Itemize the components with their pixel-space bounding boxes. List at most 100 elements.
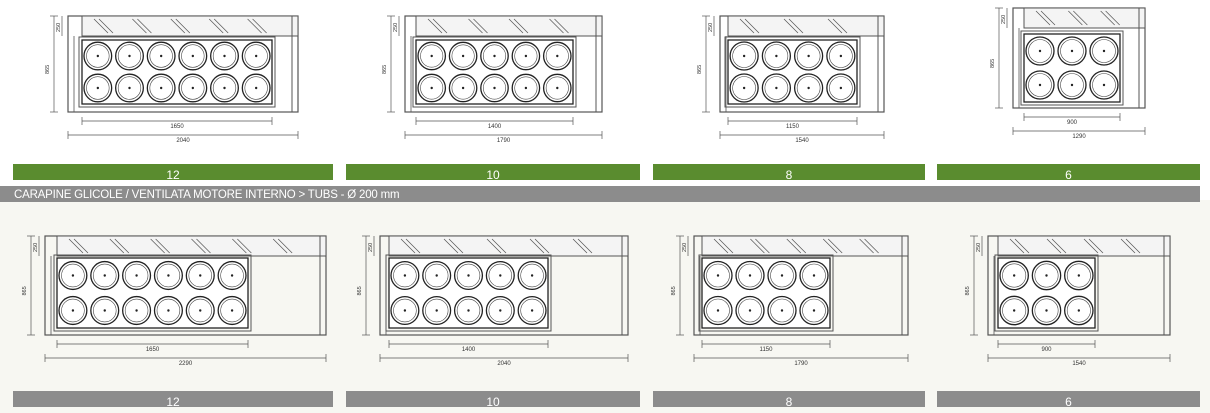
tub-rim xyxy=(244,44,268,68)
glass-reflection-line xyxy=(1068,10,1083,26)
section-header: CARAPINE GLICOLE / VENTILATA MOTORE INTE… xyxy=(0,186,1200,202)
tub-rim xyxy=(1034,298,1059,323)
tub-rim xyxy=(212,44,237,68)
tub-rim xyxy=(732,44,756,68)
glass-reflection-line xyxy=(277,238,293,254)
tub-center xyxy=(1038,49,1042,53)
tub-center xyxy=(430,86,433,90)
tub-bin-outer xyxy=(78,36,276,108)
tub-center xyxy=(1102,83,1106,87)
tub-center xyxy=(807,54,810,58)
glass-reflection-line xyxy=(114,238,130,254)
tub-count-label: 6 xyxy=(1065,168,1072,180)
tub-bin xyxy=(56,257,249,329)
tub-bin-outer xyxy=(698,254,834,332)
glass-reflection-line xyxy=(783,18,799,34)
tub-center xyxy=(199,309,202,312)
glass-reflection-line xyxy=(132,18,147,34)
glass-reflection-line xyxy=(1105,10,1120,26)
tub-center xyxy=(199,274,202,277)
tub-center xyxy=(167,274,170,277)
tub-center xyxy=(135,309,138,312)
tub-rim xyxy=(802,298,826,323)
tub-center xyxy=(435,274,438,277)
inner-width-label: 1150 xyxy=(760,347,774,353)
inner-width-label: 1650 xyxy=(170,124,184,130)
tub-center xyxy=(1077,309,1081,312)
tub-rim xyxy=(1092,73,1116,97)
tub-bin xyxy=(81,39,273,105)
glass-canopy xyxy=(701,235,909,257)
tub-center xyxy=(839,54,843,58)
tub-center xyxy=(748,309,752,312)
glass-reflection-line xyxy=(572,238,588,254)
tub-center xyxy=(71,309,75,312)
tub-rim xyxy=(706,298,730,323)
height-dimension-label: 865 xyxy=(990,59,996,68)
inner-width-label: 1650 xyxy=(146,347,160,353)
tub-center xyxy=(812,274,816,277)
glass-reflection-line xyxy=(788,18,804,34)
bottom-label-10: 10 xyxy=(346,391,640,407)
tub-rim xyxy=(770,263,794,288)
tub-rim xyxy=(520,298,544,323)
glass-reflection-line xyxy=(208,18,224,34)
tub-count-label: 8 xyxy=(785,168,793,180)
glass-reflection-line xyxy=(448,238,464,254)
top-dimension-label: 250 xyxy=(976,243,982,252)
height-dimension-label: 865 xyxy=(382,65,388,74)
tub-rim xyxy=(1028,39,1052,63)
top-dimension-label: 250 xyxy=(393,23,399,32)
tub-rim xyxy=(244,76,268,100)
tub-center xyxy=(159,86,163,90)
glass-reflection-line xyxy=(155,238,170,254)
tub-rim xyxy=(514,76,538,100)
top-dimension-label: 250 xyxy=(33,243,39,252)
outer-width-label: 2290 xyxy=(179,361,193,367)
tub-rim xyxy=(1066,298,1091,323)
tub-rim xyxy=(181,76,205,100)
tub-rim xyxy=(829,76,853,100)
glass-reflection-line xyxy=(405,238,421,254)
height-dimension-label: 865 xyxy=(357,286,363,295)
glass-canopy xyxy=(997,235,1171,257)
tub-rim xyxy=(514,44,538,68)
tub-rim xyxy=(420,76,444,100)
glass-canopy xyxy=(56,235,327,257)
tub-rim xyxy=(738,298,762,323)
inner-width-label: 1150 xyxy=(786,124,800,130)
tub-rim xyxy=(456,263,481,288)
tub-center xyxy=(403,274,407,277)
tub-rim xyxy=(545,76,569,100)
glass-reflection-line xyxy=(468,18,483,34)
inner-width-label: 1400 xyxy=(488,124,502,130)
tub-center xyxy=(128,86,131,90)
tub-rim xyxy=(149,44,173,68)
tub-rim xyxy=(393,263,417,288)
tub-rim xyxy=(86,76,110,100)
glass-reflection-line xyxy=(400,238,416,254)
tub-center xyxy=(191,54,195,58)
glass-canopy xyxy=(415,15,603,37)
inner-width-label: 1400 xyxy=(462,347,476,353)
tub-rim xyxy=(156,298,181,323)
tub-rim xyxy=(796,44,821,68)
top-label-8: 8 xyxy=(653,164,925,180)
tub-center xyxy=(775,54,778,58)
tub-center xyxy=(467,274,470,277)
tub-rim xyxy=(124,298,149,323)
glass-reflection-line xyxy=(272,238,288,254)
tub-rim xyxy=(482,44,506,68)
tub-center xyxy=(96,86,100,90)
tub-center xyxy=(493,54,496,58)
glass-reflection-line xyxy=(713,238,729,254)
outer-width-label: 1290 xyxy=(1072,134,1086,140)
tub-count-label: 10 xyxy=(486,395,500,407)
inner-width-label: 900 xyxy=(1041,347,1052,353)
glass-reflection-line xyxy=(529,238,545,254)
glass-reflection-line xyxy=(513,18,529,34)
glass-reflection-line xyxy=(822,238,838,254)
tub-rim xyxy=(1034,263,1059,288)
